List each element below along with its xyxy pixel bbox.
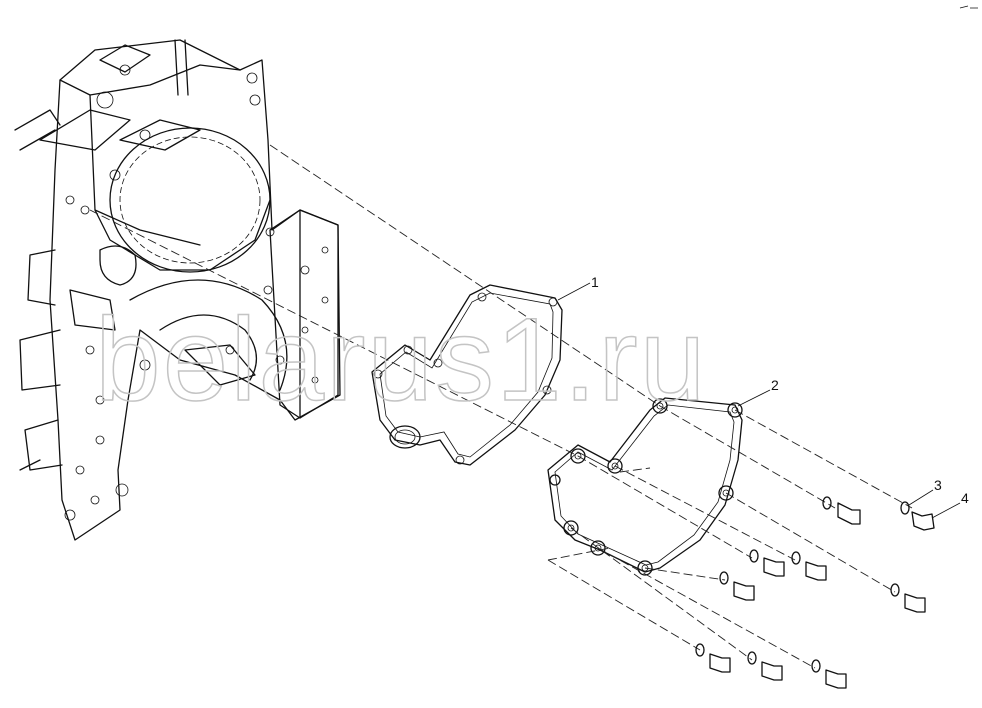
bolts-and-washers: [695, 496, 935, 689]
callout-3: 3: [934, 477, 942, 493]
callout-2: 2: [771, 377, 779, 393]
assembly-lines: [89, 144, 913, 669]
callouts: 1 2 3 4: [557, 274, 969, 519]
bolt-set: [749, 549, 785, 577]
bolt-set: [822, 496, 861, 525]
watermark: belarus1.ru: [95, 294, 707, 426]
bolt-set: [719, 571, 755, 601]
callout-1: 1: [591, 274, 599, 290]
bolt-set: [900, 501, 935, 531]
front-cover: [547, 397, 743, 576]
engine-block: [14, 39, 341, 541]
block-bolt-holes: [64, 64, 329, 521]
bolt-set: [890, 583, 926, 613]
bolt-set: [811, 659, 847, 689]
bolt-set: [695, 643, 731, 673]
bolt-set: [791, 551, 827, 581]
corner-mark: [959, 5, 978, 9]
callout-4: 4: [961, 490, 969, 506]
bolt-set: [747, 651, 783, 681]
cover-bolt-holes: [549, 398, 743, 576]
gasket: [371, 284, 563, 466]
